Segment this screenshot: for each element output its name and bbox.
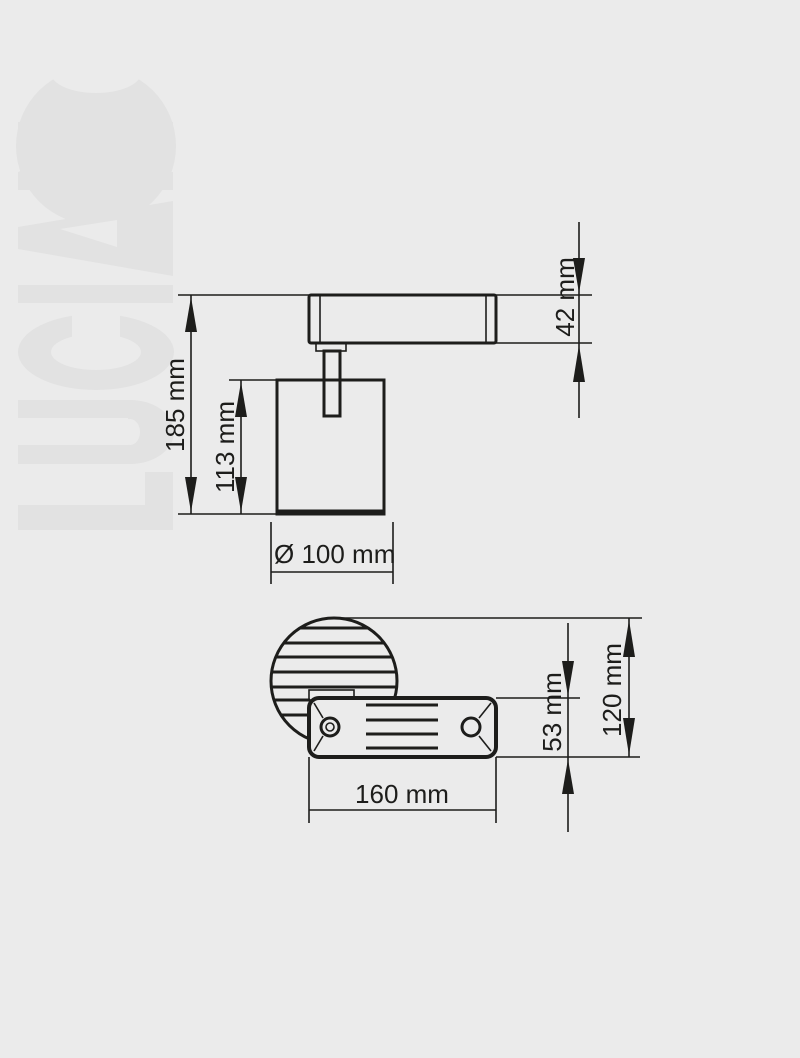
dim-adapter-height: 42 mm	[550, 257, 580, 336]
stem	[322, 349, 342, 418]
watermark-luciano	[16, 53, 176, 530]
top-view: 160 mm 53 mm 120 mm	[269, 616, 642, 832]
side-view: 185 mm 113 mm 42 mm Ø 100 mm	[160, 222, 592, 584]
track-adapter-body	[307, 293, 498, 345]
dim-overall-depth: 120 mm	[597, 643, 627, 737]
spot-head	[275, 378, 386, 516]
dim-diameter: Ø 100 mm	[274, 539, 395, 569]
adapter-top	[307, 696, 498, 759]
dim-head-height: 113 mm	[210, 401, 240, 493]
dim-adapter-width: 53 mm	[537, 672, 567, 751]
dim-total-height: 185 mm	[160, 358, 190, 452]
dim-adapter-length: 160 mm	[355, 779, 449, 809]
